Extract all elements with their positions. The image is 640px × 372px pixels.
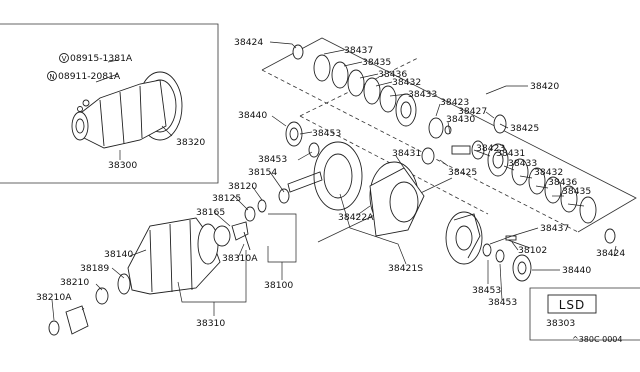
label-38425-b: 38425 — [448, 167, 477, 178]
differential-case — [369, 161, 483, 265]
label-38433-b: 38433 — [508, 158, 537, 169]
label-38421s: 38421S — [388, 263, 423, 274]
inset-differential-housing — [71, 71, 183, 149]
label-38440-b: 38440 — [562, 265, 591, 276]
label-38120: 38120 — [228, 181, 257, 192]
circle-n-marker — [47, 71, 57, 81]
label-38440-top: 38440 — [238, 110, 267, 121]
reference-code: ^380C 0004 — [572, 335, 622, 344]
lsd-text: LSD — [559, 298, 586, 312]
label-38427: 38427 — [458, 106, 487, 117]
label-38431-b: 38431 — [496, 148, 525, 159]
ring-and-pinion-group — [231, 121, 363, 241]
final-drive-carrier — [48, 217, 251, 336]
top-clutch-plates — [292, 44, 417, 127]
label-38423-a: 38423 — [440, 97, 469, 108]
label-38320: 38320 — [176, 137, 205, 148]
label-38165: 38165 — [196, 207, 225, 218]
label-38424-b: 38424 — [596, 248, 625, 259]
label-38432-top: 38432 — [392, 77, 421, 88]
label-38303: 38303 — [546, 318, 575, 329]
label-38437-top: 38437 — [344, 45, 373, 56]
label-bolt-08911: 08911-2081A — [58, 71, 121, 82]
label-38436-top: 38436 — [378, 69, 407, 80]
label-38432-b: 38432 — [534, 167, 563, 178]
circle-v-marker — [59, 53, 69, 63]
circle-v-letter: V — [62, 55, 67, 63]
label-38140: 38140 — [104, 249, 133, 260]
label-38189: 38189 — [80, 263, 109, 274]
lsd-box — [529, 287, 640, 341]
label-38300: 38300 — [108, 160, 137, 171]
label-38102: 38102 — [518, 245, 547, 256]
label-38453-b: 38453 — [258, 154, 287, 165]
pinion-gears-group — [421, 114, 507, 165]
label-38310a: 38310A — [222, 253, 258, 264]
label-38433-top: 38433 — [408, 89, 437, 100]
bottom-clutch-plates — [487, 143, 616, 244]
label-38210a: 38210A — [36, 292, 72, 303]
label-38210: 38210 — [60, 277, 89, 288]
label-38435-b: 38435 — [562, 186, 591, 197]
label-38430: 38430 — [446, 114, 475, 125]
label-38100: 38100 — [264, 280, 293, 291]
circle-n-letter: N — [49, 73, 54, 81]
label-38424-top: 38424 — [234, 37, 263, 48]
part-labels: 38424 38437 38435 38436 38432 38433 3842… — [36, 37, 625, 344]
label-38435-top: 38435 — [362, 57, 391, 68]
label-38453-d: 38453 — [488, 297, 517, 308]
label-38154: 38154 — [248, 167, 277, 178]
label-38437-b: 38437 — [540, 223, 569, 234]
label-38453-c: 38453 — [472, 285, 501, 296]
side-bearing-group — [482, 235, 532, 282]
inset-box — [0, 23, 219, 184]
label-38425-a: 38425 — [510, 123, 539, 134]
label-38422a: 38422A — [338, 212, 374, 223]
label-38436-b: 38436 — [548, 177, 577, 188]
label-38431-a: 38431 — [392, 148, 421, 159]
leader-lines — [51, 41, 617, 321]
label-bolt-08915: 08915-1381A — [70, 53, 133, 64]
label-38453-a: 38453 — [312, 128, 341, 139]
label-38423-b: 38423 — [476, 143, 505, 154]
label-38125: 38125 — [212, 193, 241, 204]
label-38310: 38310 — [196, 318, 225, 329]
label-38420: 38420 — [530, 81, 559, 92]
